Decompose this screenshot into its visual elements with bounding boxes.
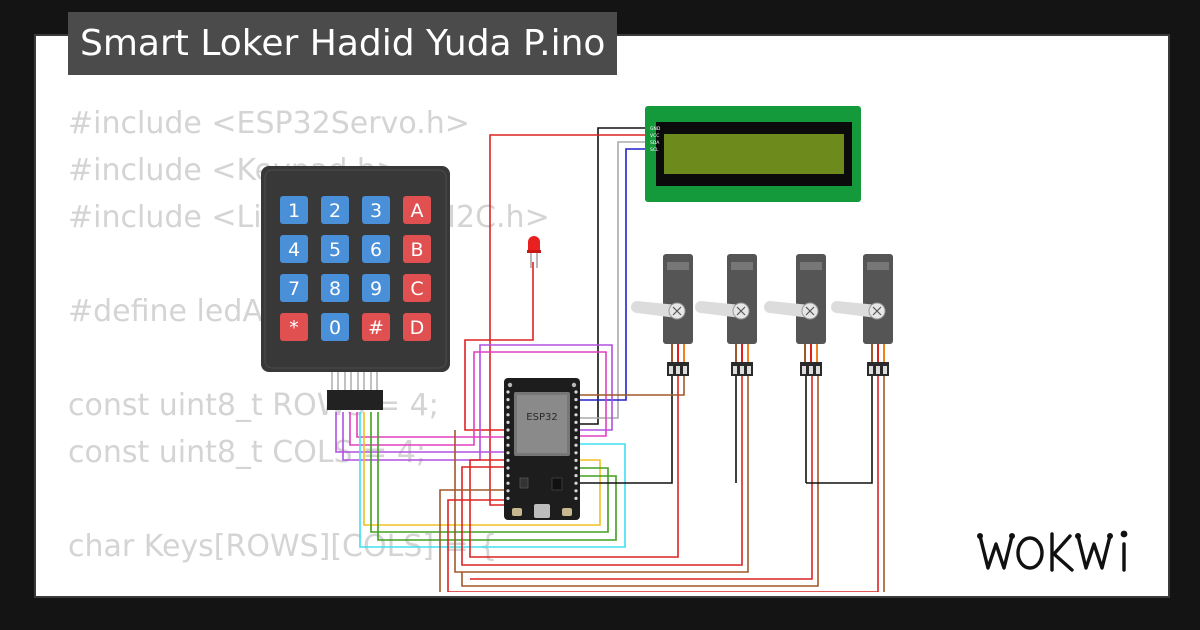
keypad-key[interactable]: A bbox=[403, 196, 431, 224]
keypad-key-label: 5 bbox=[329, 239, 341, 261]
lcd-pin-label: SCL bbox=[650, 147, 659, 153]
wire-keypad-5 bbox=[363, 412, 601, 526]
keypad-key[interactable]: 3 bbox=[362, 196, 390, 224]
wokwi-logo-dots bbox=[977, 530, 1128, 539]
wokwi-logo-mark bbox=[978, 532, 1126, 572]
wire-keypad-6 bbox=[370, 412, 609, 533]
keypad-key[interactable]: 2 bbox=[321, 196, 349, 224]
servo-motor[interactable] bbox=[831, 254, 893, 376]
wire-servo-1-gnd bbox=[578, 376, 673, 484]
keypad-key-label: D bbox=[410, 317, 425, 339]
servo-motor[interactable] bbox=[631, 254, 693, 376]
keypad-key-label: C bbox=[410, 278, 423, 300]
wire-servo-3-sig bbox=[461, 376, 819, 587]
red-led[interactable] bbox=[527, 236, 541, 268]
wire-servo-4-sig bbox=[439, 376, 885, 592]
esp32-label: ESP32 bbox=[526, 412, 557, 423]
wire-servo-2-vcc bbox=[461, 376, 743, 566]
keypad-key[interactable]: 6 bbox=[362, 235, 390, 263]
servo-motor[interactable] bbox=[764, 254, 826, 376]
project-title: Smart Loker Hadid Yuda P.ino bbox=[68, 12, 618, 75]
esp32-pins-left bbox=[506, 390, 510, 500]
keypad-key-label: A bbox=[411, 200, 424, 222]
wire-servo-4-vcc bbox=[447, 376, 879, 592]
code-line: #define ledA bbox=[68, 294, 263, 329]
keypad-key[interactable]: C bbox=[403, 274, 431, 302]
keypad-key[interactable]: * bbox=[280, 313, 308, 341]
wire-keypad-3 bbox=[349, 351, 607, 446]
wire-lcd-gnd bbox=[578, 127, 657, 425]
keypad-key-label: 8 bbox=[329, 278, 341, 300]
keypad-key[interactable]: 4 bbox=[280, 235, 308, 263]
wire-keypad-2 bbox=[342, 344, 613, 461]
servos[interactable] bbox=[631, 254, 893, 376]
keypad-key[interactable]: B bbox=[403, 235, 431, 263]
lcd-pin-label: GND bbox=[650, 126, 661, 132]
keypad-key-label: 7 bbox=[288, 278, 300, 300]
keypad-key[interactable]: 1 bbox=[280, 196, 308, 224]
keypad[interactable]: 1 2 3 A 4 5 6 B 7 8 9 C * 0 # D bbox=[261, 166, 450, 410]
keypad-key[interactable]: 7 bbox=[280, 274, 308, 302]
lcd-display[interactable]: GND VCC SDA SCL bbox=[645, 106, 861, 202]
keypad-key-label: 0 bbox=[329, 317, 341, 339]
keypad-key-label: 9 bbox=[370, 278, 382, 300]
wire-servo-1-sig bbox=[578, 376, 685, 396]
wire-servo-1-vcc bbox=[469, 376, 679, 558]
wire-keypad-4 bbox=[356, 412, 506, 438]
servo-motor[interactable] bbox=[695, 254, 757, 376]
wokwi-logo bbox=[977, 530, 1128, 572]
keypad-key-label: 1 bbox=[288, 200, 300, 222]
keypad-key-label: B bbox=[410, 239, 423, 261]
keypad-connector bbox=[327, 372, 383, 410]
wires bbox=[335, 127, 885, 592]
keypad-key[interactable]: # bbox=[362, 313, 390, 341]
code-preview: #include <ESP32Servo.h> #include <Keypad… bbox=[68, 100, 550, 570]
wire-keypad-8 bbox=[359, 412, 626, 548]
keypad-key-label: 2 bbox=[329, 200, 341, 222]
keypad-key[interactable]: 9 bbox=[362, 274, 390, 302]
keypad-key-label: 4 bbox=[288, 239, 300, 261]
keypad-key[interactable]: 5 bbox=[321, 235, 349, 263]
lcd-pin-label: SDA bbox=[650, 140, 660, 146]
keypad-key-label: # bbox=[368, 317, 384, 339]
wire-servo-3-vcc bbox=[470, 376, 813, 580]
code-line: const uint8_t COLS = 4; bbox=[68, 435, 427, 470]
wire-keypad-7 bbox=[377, 412, 617, 541]
keypad-key[interactable]: 0 bbox=[321, 313, 349, 341]
code-line: #include <ESP32Servo.h> bbox=[68, 106, 470, 141]
keypad-key-label: * bbox=[289, 317, 299, 339]
wire-keypad-1 bbox=[335, 412, 506, 453]
wire-lcd-sda bbox=[578, 141, 657, 419]
keypad-key[interactable]: D bbox=[403, 313, 431, 341]
wire-lcd-vcc bbox=[489, 134, 657, 506]
lcd-pin-label: VCC bbox=[650, 133, 659, 139]
keypad-keys[interactable]: 1 2 3 A 4 5 6 B 7 8 9 C * 0 # D bbox=[280, 196, 431, 341]
wire-led bbox=[464, 262, 534, 431]
keypad-key[interactable]: 8 bbox=[321, 274, 349, 302]
lcd-pin-labels: GND VCC SDA SCL bbox=[650, 126, 661, 153]
wire-servo-2-sig bbox=[454, 376, 749, 573]
wire-lcd-scl bbox=[578, 148, 657, 401]
wire-servo-4-gnd bbox=[806, 376, 873, 484]
esp32-board[interactable]: ESP32 bbox=[504, 378, 580, 520]
esp32-pins-right bbox=[574, 390, 578, 500]
keypad-key-label: 6 bbox=[370, 239, 382, 261]
keypad-key-label: 3 bbox=[370, 200, 382, 222]
